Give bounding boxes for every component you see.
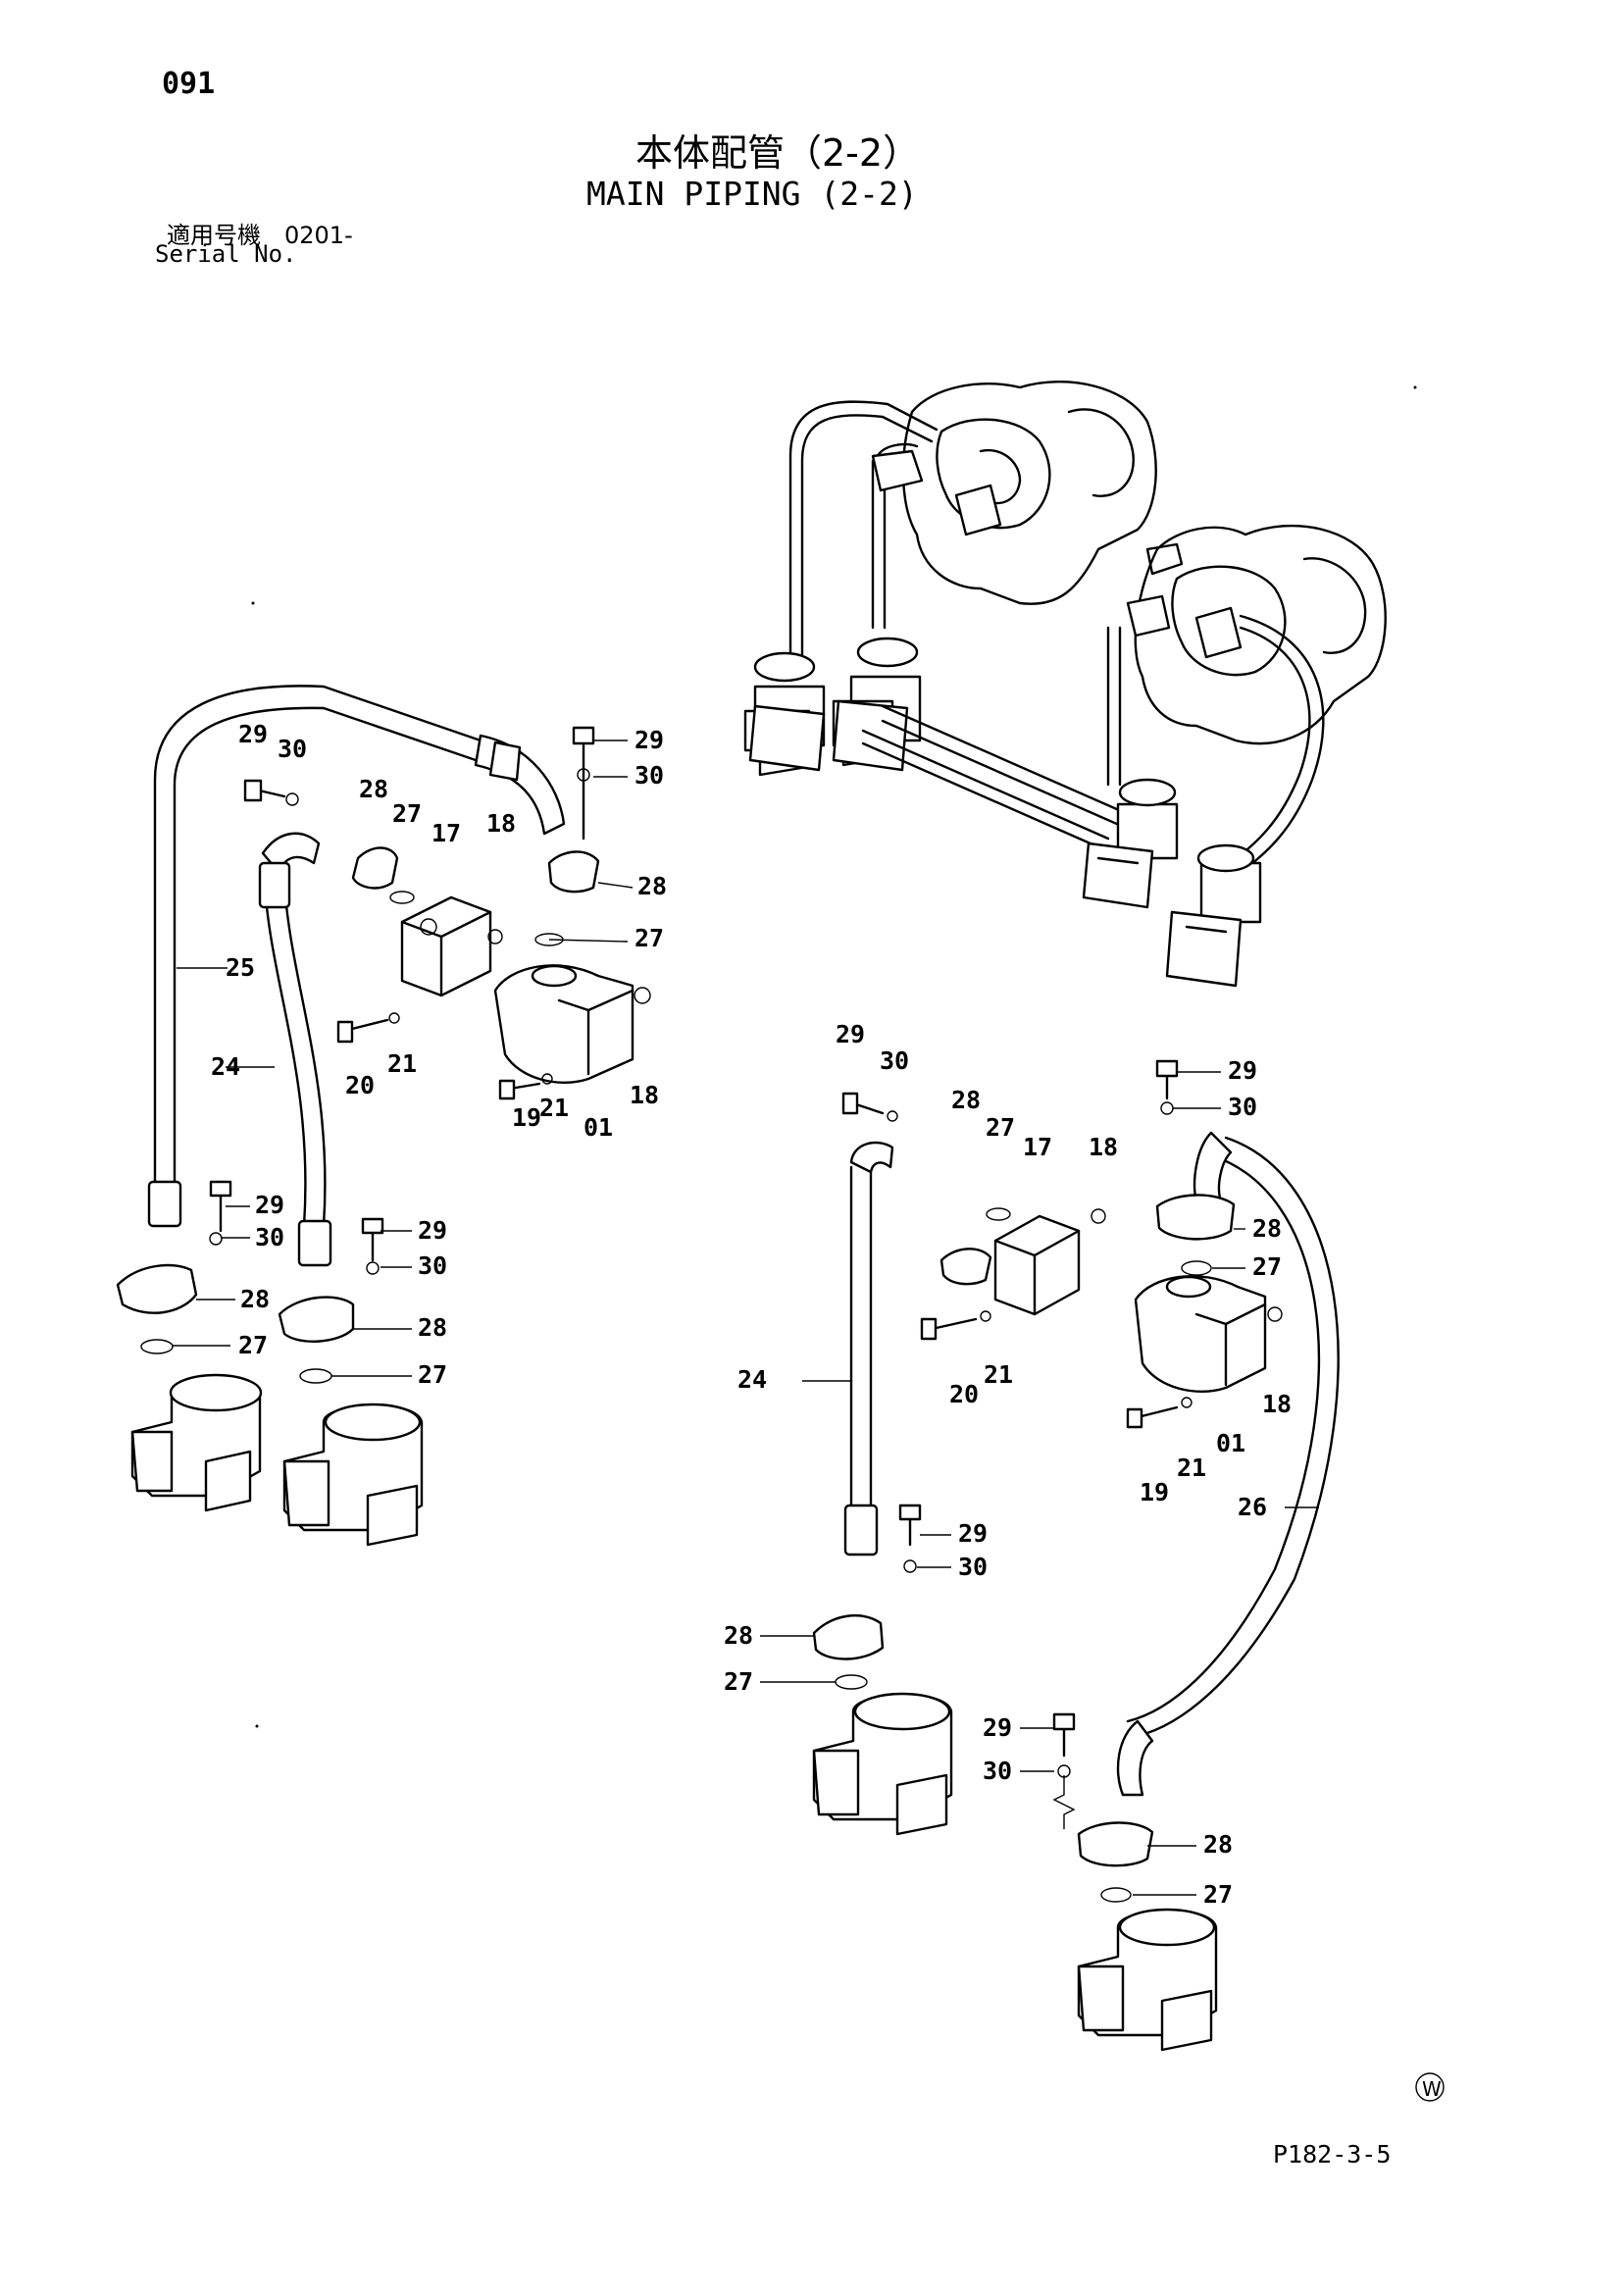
callout-30: 30	[278, 735, 307, 763]
callout-19: 19	[1140, 1478, 1169, 1506]
callout-21: 21	[387, 1049, 417, 1078]
serial-label-japanese: 適用号機 0201-	[167, 222, 353, 249]
callout-30: 30	[983, 1757, 1012, 1785]
callout-29: 29	[983, 1713, 1012, 1742]
callout-29: 29	[1228, 1056, 1257, 1085]
callout-25: 25	[226, 953, 255, 982]
callout-18: 18	[486, 809, 516, 838]
callout-21: 21	[539, 1094, 569, 1122]
left-piping-group	[116, 685, 651, 1547]
svg-text:W: W	[1422, 2077, 1442, 2101]
callout-20: 20	[949, 1380, 979, 1408]
callout-18: 18	[630, 1081, 659, 1109]
callout-27: 27	[1203, 1880, 1233, 1909]
callout-21: 21	[1177, 1454, 1206, 1482]
callout-24: 24	[737, 1365, 767, 1394]
callout-17: 17	[1023, 1133, 1052, 1161]
callout-19: 19	[512, 1103, 541, 1132]
callout-28: 28	[1252, 1214, 1282, 1243]
callout-28: 28	[418, 1313, 447, 1342]
callout-28: 28	[637, 872, 667, 900]
callout-27: 27	[986, 1113, 1015, 1142]
page-number: 091	[162, 67, 216, 101]
callout-18: 18	[1089, 1133, 1118, 1161]
callout-labels: 29 30 28 27 17 18 29 30 28 27 25 24 20 2…	[211, 720, 1292, 1909]
callout-28: 28	[240, 1285, 270, 1313]
callout-28: 28	[951, 1086, 981, 1114]
callout-30: 30	[880, 1046, 909, 1075]
callout-28: 28	[724, 1621, 753, 1650]
callout-29: 29	[238, 720, 268, 748]
callout-29: 29	[836, 1020, 865, 1048]
callout-30: 30	[958, 1553, 988, 1581]
callout-21: 21	[984, 1360, 1013, 1389]
callout-28: 28	[359, 775, 388, 803]
page-title: MAIN PIPING (2-2)	[586, 175, 918, 213]
serial-label: Serial No.	[155, 240, 297, 268]
callout-29: 29	[958, 1519, 988, 1548]
page-title-japanese: 本体配管（2-2）	[635, 131, 921, 175]
right-piping-group	[812, 1059, 1340, 2052]
callout-24: 24	[211, 1052, 240, 1081]
callout-27: 27	[392, 799, 422, 828]
callout-30: 30	[634, 761, 664, 790]
callout-29: 29	[634, 726, 664, 754]
callout-29: 29	[255, 1191, 284, 1219]
callout-30: 30	[255, 1223, 284, 1251]
leader-lines	[173, 740, 1319, 1896]
pump-assembly-overview	[743, 381, 1387, 988]
callout-01: 01	[1216, 1429, 1245, 1457]
callout-18: 18	[1262, 1390, 1292, 1418]
callout-27: 27	[634, 924, 664, 952]
callout-27: 27	[724, 1667, 753, 1696]
page-code: P182-3-5	[1273, 2140, 1392, 2168]
callout-26: 26	[1238, 1493, 1267, 1521]
callout-27: 27	[1252, 1252, 1282, 1281]
callout-17: 17	[431, 819, 461, 847]
callout-27: 27	[418, 1360, 447, 1389]
callout-30: 30	[418, 1251, 447, 1280]
w-mark-icon: W	[1415, 2072, 1445, 2102]
callout-29: 29	[418, 1216, 447, 1245]
callout-27: 27	[238, 1331, 268, 1359]
callout-20: 20	[345, 1071, 375, 1099]
callout-28: 28	[1203, 1830, 1233, 1859]
callout-30: 30	[1228, 1093, 1257, 1121]
callout-01: 01	[584, 1113, 613, 1142]
